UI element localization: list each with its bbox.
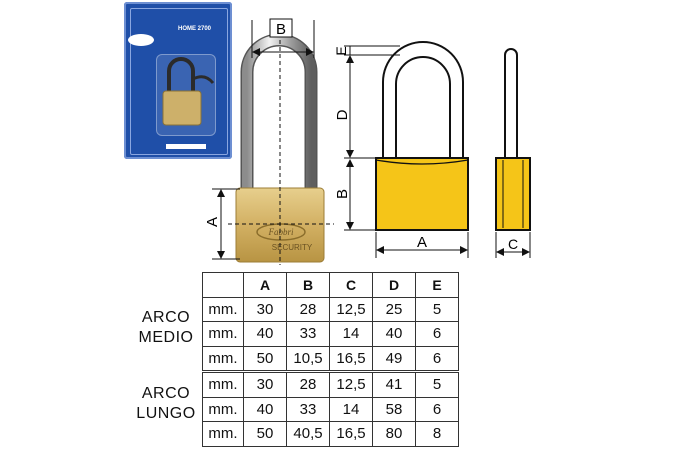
value-cell: 80 [372,421,416,447]
packaged-padlock-icon [162,57,215,126]
table-header-row: A B C D E [202,272,459,298]
value-cell: 40 [372,321,416,347]
table-row: mm. 50 10,5 16,5 49 6 [202,345,459,372]
header-c: C [329,272,373,298]
photo-label-b: B [276,21,286,38]
unit-cell: mm. [202,321,244,347]
value-cell: 40 [243,396,287,422]
value-cell: 14 [329,321,373,347]
unit-cell: mm. [202,345,244,372]
unit-cell: mm. [202,296,244,322]
value-cell: 58 [372,396,416,422]
value-cell: 40,5 [286,421,330,447]
header-b: B [286,272,330,298]
padlock-logo-engraving: Fabbri [267,227,294,237]
value-cell: 16,5 [329,345,373,372]
group-label-arco-lungo: ARCO LUNGO [128,384,204,424]
value-cell: 16,5 [329,421,373,447]
front-dimension-lines [344,45,469,258]
package-frame [130,8,228,155]
header-a: A [243,272,287,298]
value-cell: 5 [415,370,459,398]
value-cell: 33 [286,396,330,422]
table-row: mm. 30 28 12,5 25 5 [202,296,459,322]
table-row: mm. 40 33 14 58 6 [202,396,459,422]
value-cell: 49 [372,345,416,372]
group-label-line: LUNGO [136,405,196,422]
value-cell: 5 [415,296,459,322]
table-corner-cell [202,272,244,298]
package-barcode-strip [166,144,206,149]
value-cell: 12,5 [329,296,373,322]
front-schematic [375,41,469,231]
value-cell: 50 [243,345,287,372]
header-e: E [415,272,459,298]
brand-logo-icon [128,34,154,46]
value-cell: 33 [286,321,330,347]
dimension-table: A B C D E mm. 30 28 12,5 25 5 mm. 40 33 … [202,272,459,447]
header-d: D [372,272,416,298]
value-cell: 40 [243,321,287,347]
value-cell: 30 [243,370,287,398]
value-cell: 41 [372,370,416,398]
side-label-c: C [508,236,518,252]
value-cell: 6 [415,345,459,372]
blister-bubble [156,54,216,136]
value-cell: 10,5 [286,345,330,372]
unit-cell: mm. [202,370,244,398]
front-label-a: A [417,234,427,251]
unit-cell: mm. [202,396,244,422]
group-label-arco-medio: ARCO MEDIO [128,308,204,348]
value-cell: 28 [286,296,330,322]
side-schematic [495,48,531,231]
group-label-line: ARCO [141,385,191,402]
unit-cell: mm. [202,421,244,447]
value-cell: 14 [329,396,373,422]
value-cell: 8 [415,421,459,447]
value-cell: 6 [415,321,459,347]
front-label-e: E [333,46,349,55]
value-cell: 50 [243,421,287,447]
padlock-security-engraving: SECURITY [272,243,313,252]
group-label-line: ARCO [141,309,191,326]
photo-padlock-shackle [240,33,318,196]
front-label-b: B [334,189,351,199]
package-model-label: HOME 2700 [178,26,212,32]
value-cell: 12,5 [329,370,373,398]
product-package-image: HOME 2700 [124,2,232,159]
photo-label-a: A [204,217,221,227]
table-row: mm. 40 33 14 40 6 [202,321,459,347]
front-label-d: D [334,109,351,120]
side-dimension-c [495,232,531,258]
group-label-line: MEDIO [138,329,194,346]
value-cell: 30 [243,296,287,322]
table-row: mm. 30 28 12,5 41 5 [202,370,459,398]
value-cell: 28 [286,370,330,398]
photo-dimension-a [212,188,334,260]
value-cell: 6 [415,396,459,422]
photo-dimension-b [251,18,315,265]
value-cell: 25 [372,296,416,322]
table-row: mm. 50 40,5 16,5 80 8 [202,421,459,447]
